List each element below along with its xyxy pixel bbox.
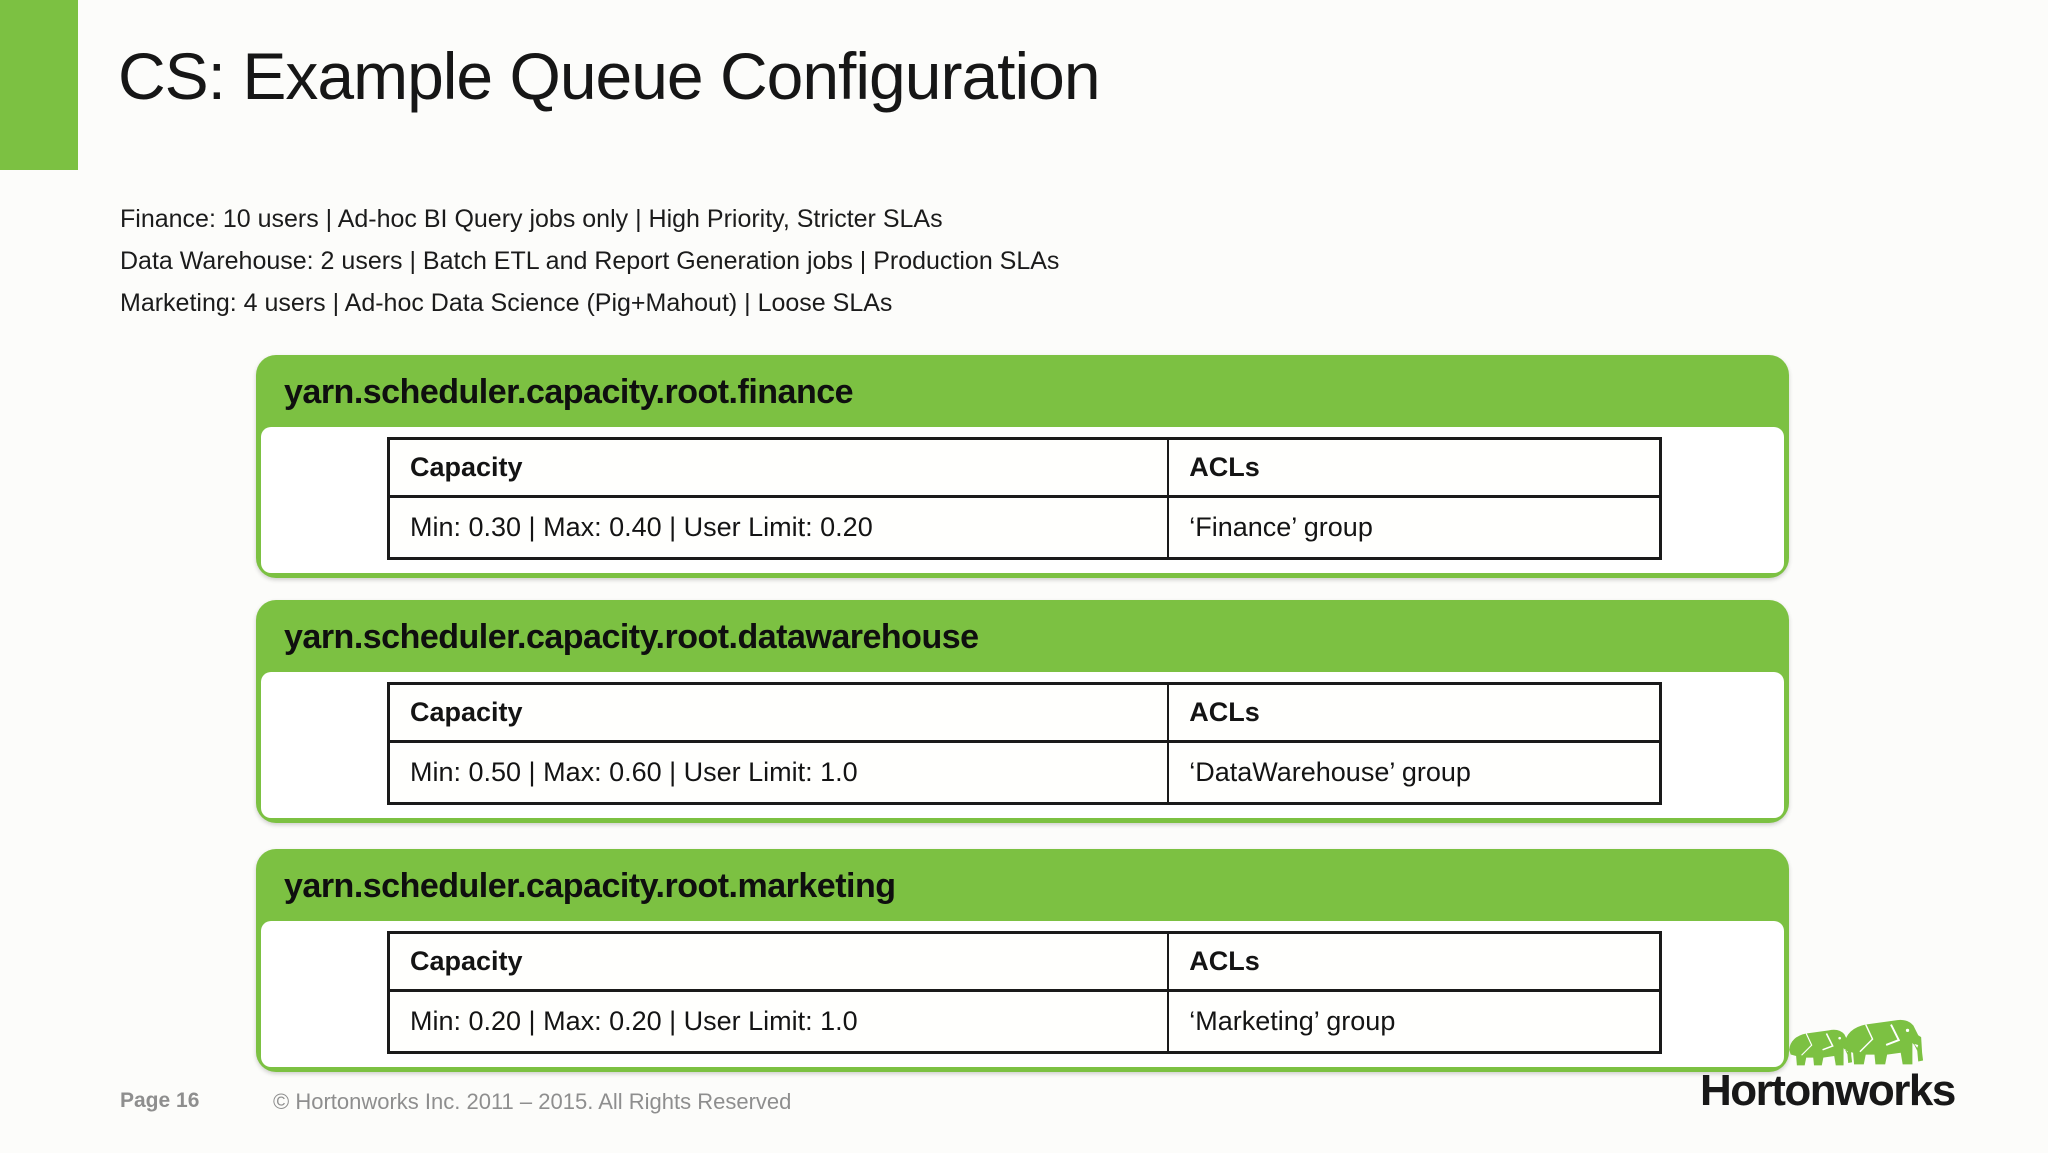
hortonworks-elephants-icon — [1788, 1018, 1925, 1067]
queue-config-table: Capacity ACLs Min: 0.50 | Max: 0.60 | Us… — [387, 682, 1662, 805]
capacity-value: Min: 0.50 | Max: 0.60 | User Limit: 1.0 — [387, 740, 1170, 805]
acls-column-header: ACLs — [1167, 931, 1662, 992]
queue-card-body: Capacity ACLs Min: 0.20 | Max: 0.20 | Us… — [261, 921, 1784, 1067]
capacity-column-header: Capacity — [387, 682, 1170, 743]
hortonworks-wordmark: Hortonworks — [1700, 1066, 1956, 1115]
acls-column-header: ACLs — [1167, 682, 1662, 743]
capacity-column-header: Capacity — [387, 437, 1170, 498]
intro-line-marketing: Marketing: 4 users | Ad-hoc Data Science… — [120, 289, 893, 317]
intro-line-datawarehouse: Data Warehouse: 2 users | Batch ETL and … — [120, 247, 1060, 275]
queue-card-title: yarn.scheduler.capacity.root.datawarehou… — [284, 618, 979, 656]
queue-summary-list: Finance: 10 users | Ad-hoc BI Query jobs… — [120, 198, 1059, 324]
table-value-row: Min: 0.30 | Max: 0.40 | User Limit: 0.20… — [387, 495, 1662, 560]
queue-card-body: Capacity ACLs Min: 0.50 | Max: 0.60 | Us… — [261, 672, 1784, 818]
queue-card-datawarehouse: yarn.scheduler.capacity.root.datawarehou… — [256, 600, 1789, 823]
queue-card-title: yarn.scheduler.capacity.root.marketing — [284, 867, 896, 905]
queue-card-body: Capacity ACLs Min: 0.30 | Max: 0.40 | Us… — [261, 427, 1784, 573]
green-accent-bar — [0, 0, 78, 170]
table-header-row: Capacity ACLs — [387, 931, 1662, 992]
table-value-row: Min: 0.50 | Max: 0.60 | User Limit: 1.0 … — [387, 740, 1662, 805]
copyright-text: © Hortonworks Inc. 2011 – 2015. All Righ… — [273, 1089, 792, 1114]
queue-config-table: Capacity ACLs Min: 0.30 | Max: 0.40 | Us… — [387, 437, 1662, 560]
table-value-row: Min: 0.20 | Max: 0.20 | User Limit: 1.0 … — [387, 989, 1662, 1054]
page-number: Page 16 — [120, 1089, 200, 1112]
queue-card-title: yarn.scheduler.capacity.root.finance — [284, 373, 854, 411]
capacity-column-header: Capacity — [387, 931, 1170, 992]
table-header-row: Capacity ACLs — [387, 682, 1662, 743]
queue-card-marketing: yarn.scheduler.capacity.root.marketing C… — [256, 849, 1789, 1072]
queue-card-finance: yarn.scheduler.capacity.root.finance Cap… — [256, 355, 1789, 578]
intro-line-finance: Finance: 10 users | Ad-hoc BI Query jobs… — [120, 205, 943, 233]
table-header-row: Capacity ACLs — [387, 437, 1662, 498]
acls-column-header: ACLs — [1167, 437, 1662, 498]
acls-value: ‘Marketing’ group — [1167, 989, 1662, 1054]
page-title: CS: Example Queue Configuration — [118, 39, 1101, 113]
queue-config-table: Capacity ACLs Min: 0.20 | Max: 0.20 | Us… — [387, 931, 1662, 1054]
acls-value: ‘DataWarehouse’ group — [1167, 740, 1662, 805]
capacity-value: Min: 0.30 | Max: 0.40 | User Limit: 0.20 — [387, 495, 1170, 560]
acls-value: ‘Finance’ group — [1167, 495, 1662, 560]
capacity-value: Min: 0.20 | Max: 0.20 | User Limit: 1.0 — [387, 989, 1170, 1054]
